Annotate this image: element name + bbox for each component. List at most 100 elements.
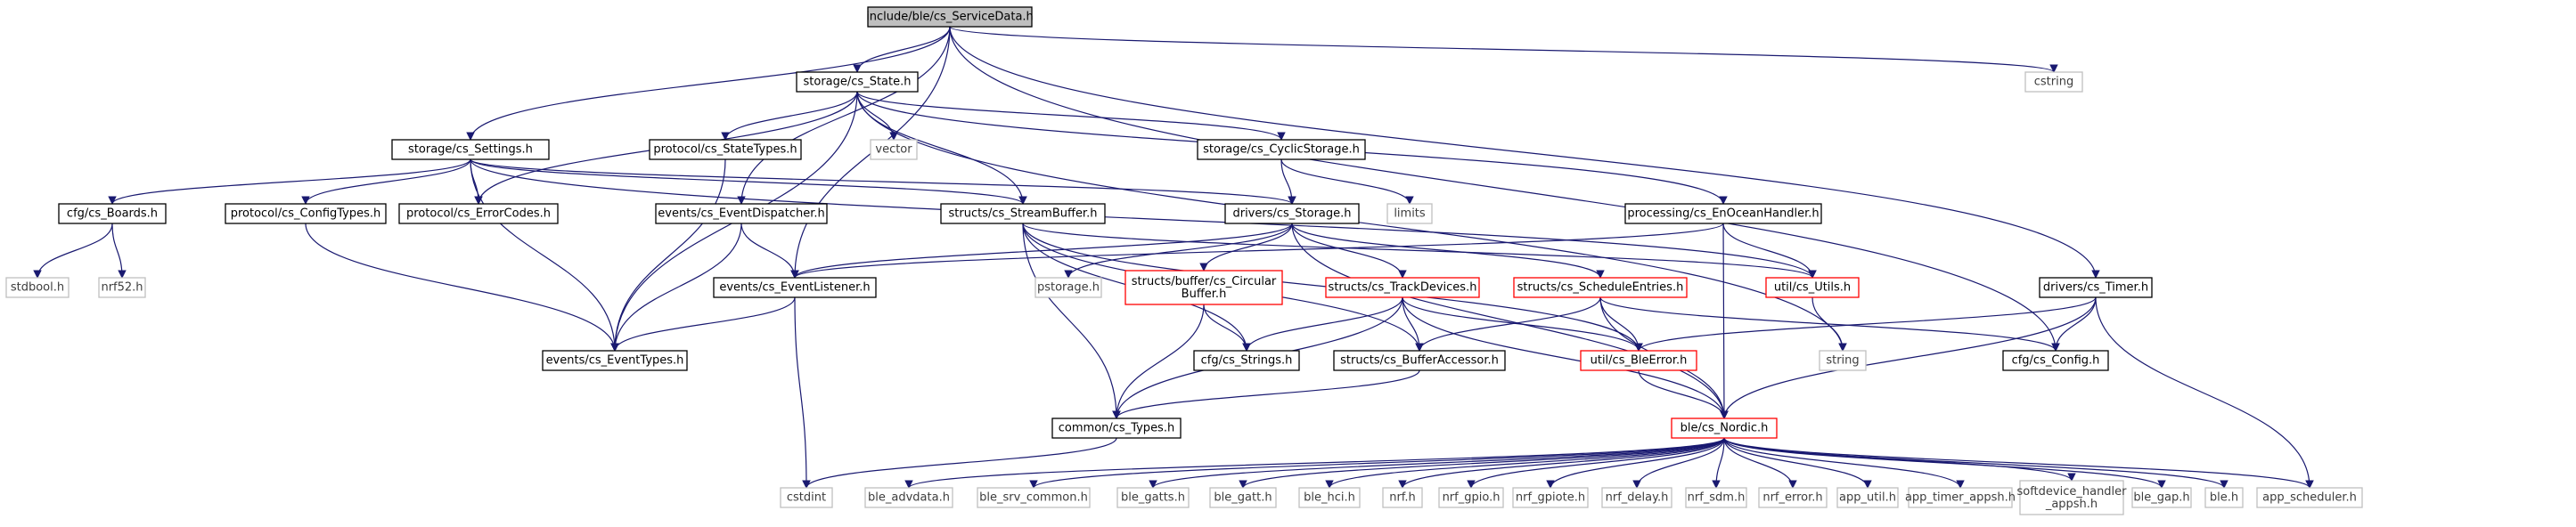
node-box <box>1209 487 1277 508</box>
node-label: ble_advdata.h <box>868 491 950 505</box>
node-label: drivers/cs_Timer.h <box>2043 281 2148 295</box>
node-types[interactable]: common/cs_Types.h <box>1051 418 1182 439</box>
node-box <box>2024 71 2083 93</box>
node-label: nrf_gpiote.h <box>1516 491 1585 505</box>
node-nrf_error[interactable]: nrf_error.h <box>1758 487 1828 508</box>
node-app_timer_appsh[interactable]: app_timer_appsh.h <box>1905 487 2016 508</box>
node-nrf_delay[interactable]: nrf_delay.h <box>1601 487 1672 508</box>
node-label: ble_srv_common.h <box>979 491 1088 505</box>
node-eventtypes[interactable]: events/cs_EventTypes.h <box>542 350 688 371</box>
node-errorcodes[interactable]: protocol/cs_ErrorCodes.h <box>398 203 559 224</box>
edge-trackdevices-to-nordic <box>1402 296 1729 419</box>
node-ble_advdata[interactable]: ble_advdata.h <box>864 487 953 508</box>
node-box <box>2019 480 2124 515</box>
edge-circbuffer-to-strings <box>1203 304 1251 352</box>
node-utils[interactable]: util/cs_Utils.h <box>1765 277 1860 298</box>
node-nrf[interactable]: nrf.h <box>1382 487 1423 508</box>
node-bleerror[interactable]: util/cs_BleError.h <box>1580 350 1697 371</box>
node-label: stdbool.h <box>11 281 64 295</box>
node-eventdispatcher[interactable]: events/cs_EventDispatcher.h <box>655 203 828 224</box>
node-enocean[interactable]: processing/cs_EnOceanHandler.h <box>1624 203 1822 224</box>
node-ble_gatts[interactable]: ble_gatts.h <box>1116 487 1190 508</box>
node-label: events/cs_EventDispatcher.h <box>658 207 824 221</box>
edge-cyclicstorage-to-limits <box>1280 158 1414 205</box>
node-bufferaccessor[interactable]: structs/cs_BufferAccessor.h <box>1333 350 1506 371</box>
edge-utils-to-string <box>1811 296 1847 352</box>
node-label: app_scheduler.h <box>2262 491 2357 505</box>
node-config[interactable]: cfg/cs_Config.h <box>2002 350 2109 371</box>
node-box <box>2039 277 2153 298</box>
node-app_scheduler[interactable]: app_scheduler.h <box>2256 487 2363 508</box>
node-softdevice[interactable]: softdevice_handler_appsh.h <box>2016 480 2127 515</box>
node-stdbool[interactable]: stdbool.h <box>5 277 70 298</box>
node-label: processing/cs_EnOceanHandler.h <box>1627 207 1819 221</box>
node-trackdevices[interactable]: structs/cs_TrackDevices.h <box>1325 277 1480 298</box>
node-string[interactable]: string <box>1819 350 1867 371</box>
edge-timer-to-config <box>2051 296 2097 352</box>
node-box <box>867 6 1033 28</box>
node-state[interactable]: storage/cs_State.h <box>796 71 919 93</box>
edge-boards-to-nrf52 <box>111 223 127 279</box>
node-label-line: structs/buffer/cs_Circular <box>1132 275 1277 288</box>
node-limits[interactable]: limits <box>1386 203 1433 224</box>
node-boards[interactable]: cfg/cs_Boards.h <box>58 203 167 224</box>
node-label: storage/cs_State.h <box>804 76 912 89</box>
node-box <box>1685 487 1747 508</box>
node-nrf_sdm[interactable]: nrf_sdm.h <box>1685 487 1747 508</box>
node-drvstorage[interactable]: drivers/cs_Storage.h <box>1224 203 1360 224</box>
edge-drvstorage-to-nordic <box>1291 223 1729 419</box>
edge-settings-to-boards <box>108 158 471 205</box>
node-eventlistener[interactable]: events/cs_EventListener.h <box>713 277 877 298</box>
node-ble_gatt[interactable]: ble_gatt.h <box>1209 487 1277 508</box>
node-label: ble_hci.h <box>1304 491 1355 505</box>
node-box <box>1193 350 1300 371</box>
node-pstorage[interactable]: pstorage.h <box>1034 277 1102 298</box>
node-label: ble_gatt.h <box>1214 491 1272 505</box>
edge-drvstorage-to-trackdevices <box>1291 223 1407 279</box>
node-box <box>2204 487 2244 508</box>
node-label: events/cs_EventListener.h <box>719 281 870 295</box>
node-label: events/cs_EventTypes.h <box>546 354 684 368</box>
node-nrf52[interactable]: nrf52.h <box>98 277 146 298</box>
node-ble_gap[interactable]: ble_gap.h <box>2131 487 2192 508</box>
edge-nordic-to-nrf_gpio <box>1467 437 1725 489</box>
edge-timer-to-app_scheduler <box>2095 296 2314 489</box>
nodes-layer: include/ble/cs_ServiceData.h storage/cs_S… <box>5 6 2363 515</box>
node-cyclicstorage[interactable]: storage/cs_CyclicStorage.h <box>1197 139 1366 160</box>
node-box <box>1386 203 1433 224</box>
edge-drvstorage-to-pstorage <box>1064 223 1293 279</box>
node-ble_hci[interactable]: ble_hci.h <box>1298 487 1361 508</box>
node-statetypes[interactable]: protocol/cs_StateTypes.h <box>649 139 802 160</box>
node-timer[interactable]: drivers/cs_Timer.h <box>2039 277 2153 298</box>
node-label-line: Buffer.h <box>1182 288 1227 301</box>
node-vector[interactable]: vector <box>870 139 918 160</box>
node-app_util[interactable]: app_util.h <box>1836 487 1899 508</box>
node-nordic[interactable]: ble/cs_Nordic.h <box>1671 418 1778 439</box>
edge-state-to-statetypes <box>721 91 858 141</box>
node-box <box>1908 487 2013 508</box>
edge-nordic-to-app_scheduler <box>1723 437 2314 489</box>
edge-settings-to-utils <box>470 158 1817 279</box>
node-label: cstdint <box>787 491 826 505</box>
node-label: include/ble/cs_ServiceData.h <box>866 11 1034 24</box>
node-box <box>1224 203 1360 224</box>
node-strings[interactable]: cfg/cs_Strings.h <box>1193 350 1300 371</box>
node-configtypes[interactable]: protocol/cs_ConfigTypes.h <box>225 203 387 224</box>
node-streambuffer[interactable]: structs/cs_StreamBuffer.h <box>940 203 1106 224</box>
edge-drvstorage-to-scheduleentries <box>1291 223 1605 279</box>
node-box <box>398 203 559 224</box>
edge-enocean-to-eventlistener <box>790 223 1724 279</box>
node-cstdint[interactable]: cstdint <box>780 487 833 508</box>
node-nrf_gpio[interactable]: nrf_gpio.h <box>1438 487 1504 508</box>
node-ble_srv_common[interactable]: ble_srv_common.h <box>977 487 1091 508</box>
node-ble[interactable]: ble.h <box>2204 487 2244 508</box>
node-settings[interactable]: storage/cs_Settings.h <box>391 139 550 160</box>
node-cstring[interactable]: cstring <box>2024 71 2083 93</box>
node-label: protocol/cs_ErrorCodes.h <box>406 207 551 221</box>
node-scheduleentries[interactable]: structs/cs_ScheduleEntries.h <box>1513 277 1688 298</box>
node-root[interactable]: include/ble/cs_ServiceData.h <box>866 6 1034 28</box>
node-nrf_gpiote[interactable]: nrf_gpiote.h <box>1512 487 1589 508</box>
edge-settings-to-drvstorage <box>470 158 1296 205</box>
